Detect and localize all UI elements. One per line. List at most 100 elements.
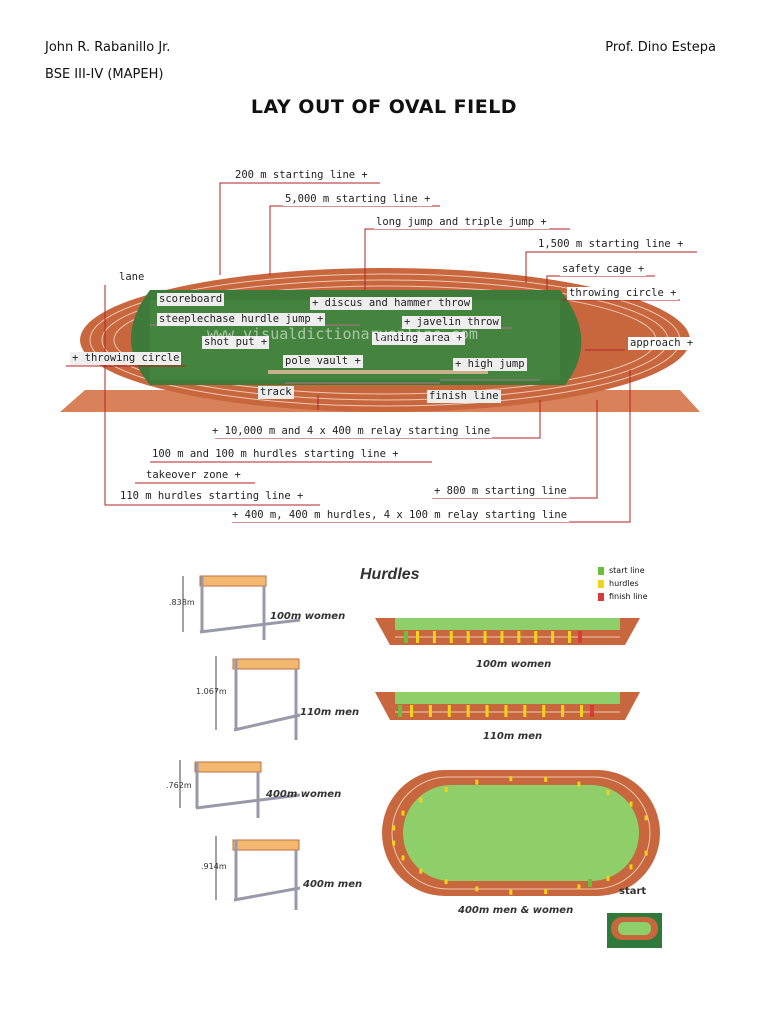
oval-hurdle-mark <box>544 776 548 782</box>
hurdle-mark <box>523 705 527 717</box>
page-title: LAY OUT OF OVAL FIELD <box>250 96 518 118</box>
oval-hurdle-mark <box>644 815 648 821</box>
oval-hurdle-mark <box>544 889 548 895</box>
finish-line-mark <box>590 705 594 717</box>
label-lane: lane <box>117 271 147 284</box>
oval-hurdle-mark <box>392 825 396 831</box>
start-line-mark <box>404 631 408 643</box>
hurdle-mark <box>561 705 565 717</box>
legend-swatch-start <box>598 566 604 575</box>
track-label-400m: 400m men & women <box>458 905 574 916</box>
label-throwing-circle-left: + throwing circle <box>70 352 182 365</box>
track-100m-women <box>375 618 640 645</box>
label-400m-men: 400m men <box>303 879 363 890</box>
oval-hurdle-mark <box>577 781 581 787</box>
oval-hurdle-mark <box>401 855 405 861</box>
oval-hurdle-mark <box>419 797 423 803</box>
oval-hurdle-mark <box>606 875 610 881</box>
label-scoreboard: scoreboard <box>157 293 225 306</box>
label-100m-women: 100m women <box>270 611 346 622</box>
hurdle-marks <box>392 631 648 895</box>
oval-hurdle-mark <box>509 889 513 895</box>
label-pole-vault: pole vault + <box>283 355 363 368</box>
label-takeover-zone: takeover zone + <box>144 469 243 482</box>
label-110m-start: 110 m hurdles starting line + <box>118 490 306 503</box>
label-400m-women: 400m women <box>266 789 342 800</box>
track-label-110m-men: 110m men <box>483 731 543 742</box>
label-400m-start: + 400 m, 400 m hurdles, 4 x 100 m relay … <box>230 509 570 522</box>
hurdle-mark <box>568 631 571 643</box>
hurdle-mark <box>580 705 583 717</box>
label-throwing-circle-right: throwing circle + <box>567 287 679 300</box>
oval-hurdle-mark <box>629 801 633 807</box>
hurdle-mark <box>428 705 432 717</box>
label-800m-start: + 800 m starting line <box>432 485 569 498</box>
height-400m-women: .762m <box>166 781 192 790</box>
finish-line-mark <box>578 631 582 643</box>
professor-name: Prof. Dino Estepa <box>605 40 716 55</box>
hurdle-mark <box>410 705 413 717</box>
oval-hurdle-mark <box>629 864 633 870</box>
oval-hurdle-mark <box>475 886 479 892</box>
runway <box>268 370 488 374</box>
hurdle-mark <box>447 705 451 717</box>
label-1500m-start: 1,500 m starting line + <box>536 238 686 251</box>
hurdle-100m-women <box>182 575 301 640</box>
track-mini-thumbnail <box>607 913 662 948</box>
legend-item: hurdles <box>598 577 648 590</box>
hurdle-mark <box>500 631 504 643</box>
track-400m-oval <box>382 770 660 896</box>
hurdles-legend: start line hurdles finish line <box>598 564 648 603</box>
height-100m-women: .838m <box>169 598 195 607</box>
legend-label: finish line <box>609 592 648 601</box>
oval-hurdle-mark <box>392 840 396 846</box>
label-100m-start: 100 m and 100 m hurdles starting line + <box>150 448 401 461</box>
hurdle-400m-men <box>215 836 301 910</box>
oval-hurdle-mark <box>401 810 405 816</box>
hurdle-mark <box>551 631 555 643</box>
hurdle-mark <box>466 631 470 643</box>
label-landing-area: landing area + <box>372 332 465 345</box>
hurdle-mark <box>432 631 436 643</box>
legend-swatch-finish <box>598 592 604 601</box>
oval-hurdle-mark <box>644 850 648 856</box>
height-110m-men: 1.067m <box>196 687 227 696</box>
author-name: John R. Rabanillo Jr. <box>45 40 171 55</box>
legend-label: hurdles <box>609 579 639 588</box>
hurdle-mark <box>466 705 470 717</box>
oval-hurdle-mark <box>475 779 479 785</box>
hurdle-400m-women <box>179 760 301 818</box>
hurdle-mark <box>416 631 419 643</box>
label-200m-start: 200 m starting line + <box>233 169 370 182</box>
label-approach: approach + <box>628 337 696 350</box>
label-discus-hammer: + discus and hammer throw <box>310 297 473 310</box>
label-track: track <box>258 386 294 399</box>
hurdle-mark <box>517 631 521 643</box>
class-section: BSE III-IV (MAPEH) <box>45 67 164 82</box>
oval-start-mark <box>588 879 592 887</box>
oval-hurdle-mark <box>577 884 581 890</box>
oval-hurdle-mark <box>444 786 448 792</box>
label-shot-put: shot put + <box>202 336 270 349</box>
legend-item: finish line <box>598 590 648 603</box>
hurdle-mark <box>483 631 487 643</box>
oval-hurdle-mark <box>606 790 610 796</box>
track-110m-men <box>375 692 640 720</box>
label-110m-men: 110m men <box>300 707 360 718</box>
oval-hurdle-mark <box>444 879 448 885</box>
label-10000m-start: + 10,000 m and 4 x 400 m relay starting … <box>210 425 493 438</box>
start-line-mark <box>398 705 402 717</box>
oval-hurdle-mark <box>419 868 423 874</box>
hurdle-mark <box>534 631 538 643</box>
hurdle-mark <box>449 631 453 643</box>
label-long-jump: long jump and triple jump + <box>374 216 549 229</box>
oval-hurdle-mark <box>509 776 513 782</box>
hurdles-title: Hurdles <box>360 566 420 583</box>
label-safety-cage: safety cage + <box>560 263 647 276</box>
legend-item: start line <box>598 564 648 577</box>
hurdle-mark <box>542 705 546 717</box>
label-finish-line: finish line <box>427 390 501 403</box>
label-steeplechase: steeplechase hurdle jump + <box>157 313 326 326</box>
label-high-jump: + high jump <box>453 358 527 371</box>
